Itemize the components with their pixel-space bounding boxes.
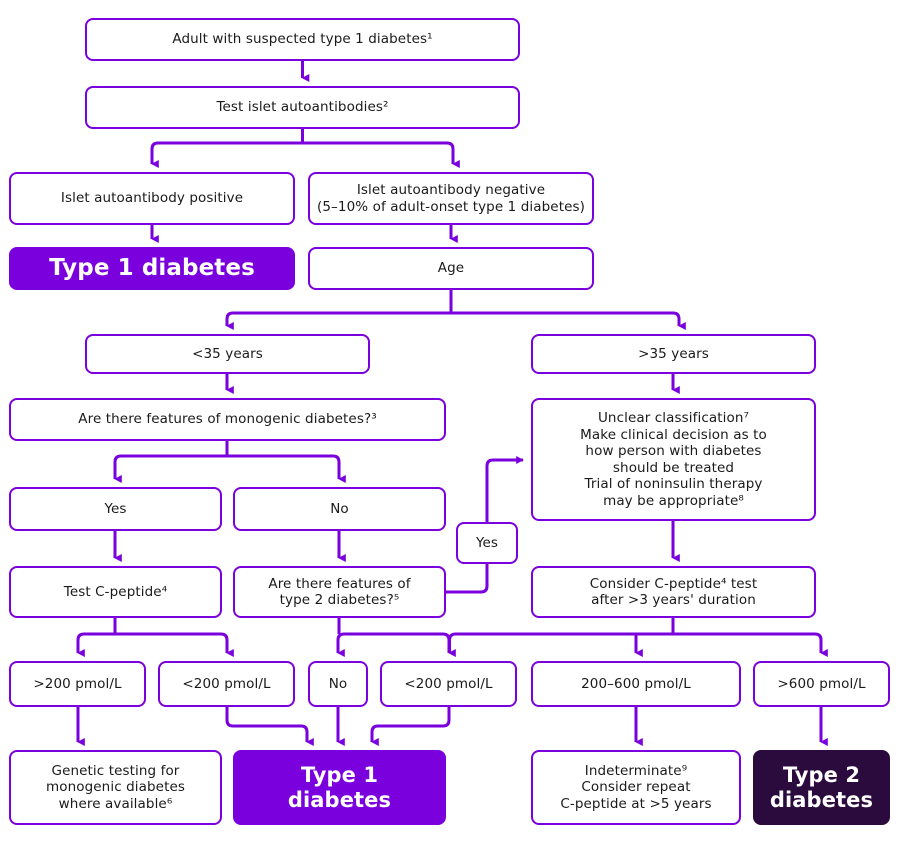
flow-node-n9: Are there features of monogenic diabetes… <box>9 398 446 441</box>
flow-node-n8: >35 years <box>531 334 816 374</box>
flow-node-label: Indeterminate⁹ Consider repeat C-peptide… <box>560 762 712 812</box>
flow-node-label: Age <box>437 260 465 277</box>
edge-t2features-yes <box>446 564 489 594</box>
flow-node-label: No <box>330 500 349 517</box>
edge-n2-bus <box>150 141 455 164</box>
edge-n6-bus <box>225 311 681 326</box>
flow-node-label: <35 years <box>192 345 263 362</box>
flow-node-label: Islet autoantibody positive <box>60 190 244 207</box>
edge-t2features-bus <box>336 632 451 653</box>
flow-node-label: Yes <box>475 534 499 551</box>
flow-node-n3: Islet autoantibody positive <box>9 172 295 225</box>
flow-node-label: Unclear classification⁷ Make clinical de… <box>580 410 767 509</box>
flow-node-label: Islet autoantibody negative (5–10% of ad… <box>316 182 585 215</box>
flow-node-n26: Type 2 diabetes <box>753 750 890 825</box>
flow-node-label: Are there features of monogenic diabetes… <box>78 411 377 428</box>
flow-node-n4: Islet autoantibody negative (5–10% of ad… <box>308 172 594 225</box>
flow-node-n11: Yes <box>9 487 222 531</box>
flow-node-n6: Age <box>308 247 594 290</box>
flow-node-n23: Genetic testing for monogenic diabetes w… <box>9 750 222 825</box>
edge-testcpeptide-bus <box>76 632 229 653</box>
flow-node-label: >600 pmol/L <box>777 675 866 692</box>
flow-node-n16: Consider C-peptide⁴ test after >3 years'… <box>531 566 816 618</box>
flow-node-n14: Test C-peptide⁴ <box>9 566 222 618</box>
flow-node-n1: Adult with suspected type 1 diabetes¹ <box>85 18 520 61</box>
flow-node-n5: Type 1 diabetes <box>9 247 295 290</box>
flow-node-label: >200 pmol/L <box>33 675 122 692</box>
flow-node-label: No <box>328 675 348 692</box>
flow-node-label: Test islet autoantibodies² <box>216 99 389 116</box>
flow-node-label: Consider C-peptide⁴ test after >3 years'… <box>589 575 758 609</box>
flow-node-n24: Type 1 diabetes <box>233 750 446 825</box>
flow-node-label: Type 2 diabetes <box>769 762 874 812</box>
flow-node-n25: Indeterminate⁹ Consider repeat C-peptide… <box>531 750 741 825</box>
flow-node-label: >35 years <box>638 345 709 362</box>
flow-node-n7: <35 years <box>85 334 370 374</box>
flow-node-label: <200 pmol/L <box>182 675 271 692</box>
flow-node-n2: Test islet autoantibodies² <box>85 86 520 129</box>
edge-lt200-type1 <box>225 707 314 747</box>
flow-node-n15: Are there features of type 2 diabetes?⁵ <box>233 566 446 618</box>
flow-node-label: Type 1 diabetes <box>287 762 392 812</box>
edge-n9-bus <box>113 454 341 479</box>
flow-node-label: Adult with suspected type 1 diabetes¹ <box>172 31 433 48</box>
flow-node-n17: >200 pmol/L <box>9 661 146 707</box>
flow-node-n18: <200 pmol/L <box>158 661 295 707</box>
flow-node-label: Type 1 diabetes <box>49 255 255 281</box>
flow-node-n19: No <box>308 661 368 707</box>
flow-node-label: <200 pmol/L <box>404 675 493 692</box>
flow-node-n21: 200–600 pmol/L <box>531 661 741 707</box>
flow-node-label: Yes <box>104 500 127 517</box>
flow-node-n13: Yes <box>456 522 518 564</box>
edge-yes-unclear <box>485 456 524 522</box>
flow-node-n10: Unclear classification⁷ Make clinical de… <box>531 398 816 521</box>
edge-lt200b-type1 <box>370 707 451 747</box>
flow-node-n22: >600 pmol/L <box>753 661 890 707</box>
flow-node-n12: No <box>233 487 446 531</box>
flow-node-label: Are there features of type 2 diabetes?⁵ <box>268 575 411 609</box>
flow-node-label: Genetic testing for monogenic diabetes w… <box>45 762 186 812</box>
flow-node-label: Test C-peptide⁴ <box>63 583 168 600</box>
flow-node-n20: <200 pmol/L <box>380 661 517 707</box>
flow-node-label: 200–600 pmol/L <box>581 675 691 692</box>
edge-consider-bus <box>448 632 823 653</box>
